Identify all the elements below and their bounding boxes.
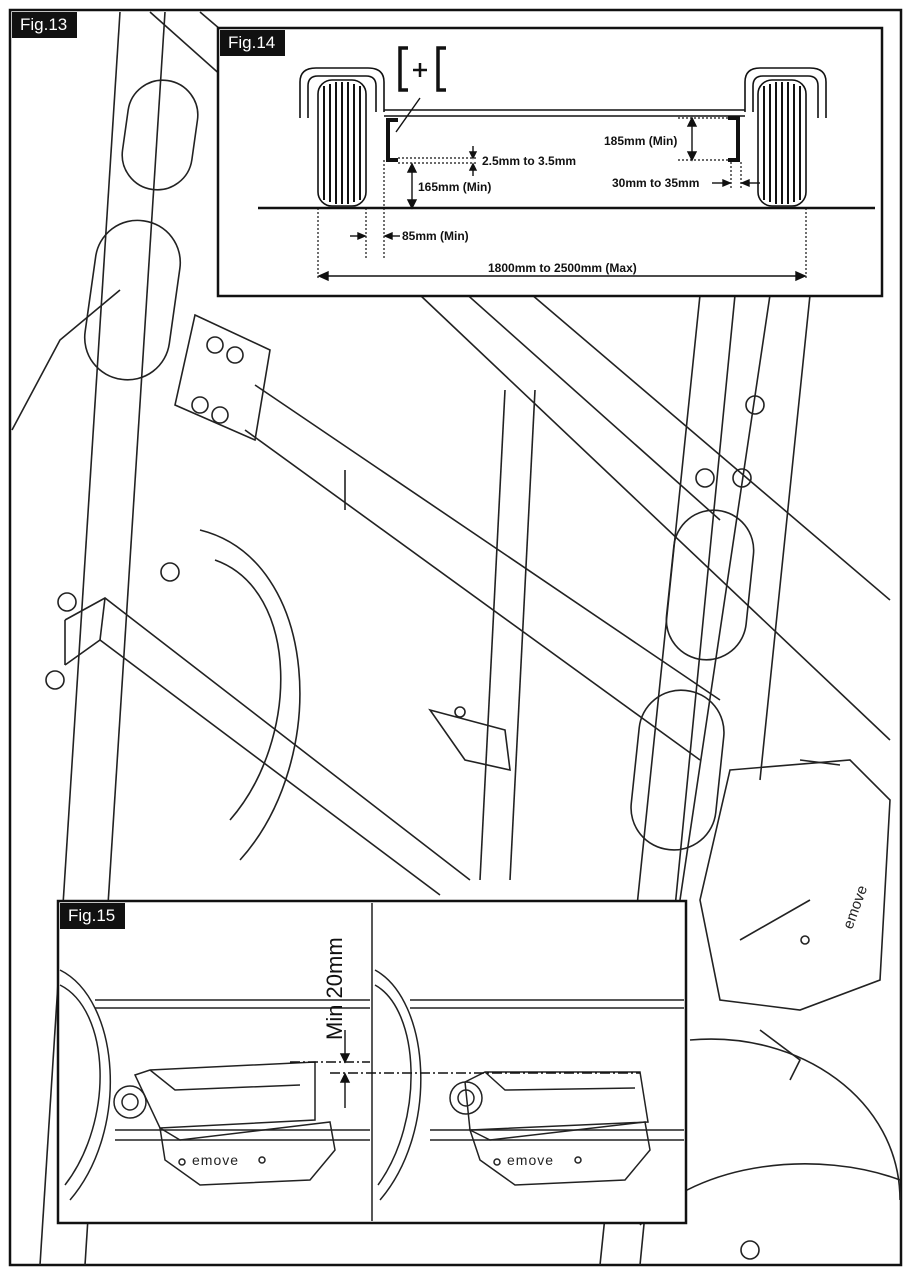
mount-symbol-icon (398, 46, 446, 92)
fig14-dimension-arrows (317, 116, 807, 282)
fig13-label: Fig.13 (12, 12, 78, 38)
fig15-brand-left: emove (192, 1152, 240, 1168)
dim-track-width: 1800mm to 2500mm (Max) (488, 261, 637, 275)
dim-mount-height: 185mm (Min) (604, 134, 678, 148)
fig15-gap-markers (290, 1030, 640, 1108)
symbol-leader-line (395, 97, 421, 133)
dim-ground-clearance: 165mm (Min) (418, 180, 492, 194)
dim-wheel-offset: 85mm (Min) (402, 229, 469, 243)
fig14-label: Fig.14 (220, 30, 286, 56)
fig15-left-drawing (59, 969, 370, 1201)
device-brand-mark: emove (840, 883, 871, 931)
fig15-right-drawing (374, 969, 684, 1201)
dim-side-offset: 30mm to 35mm (612, 176, 700, 190)
fig14-right-wheel (757, 79, 807, 207)
fig15-brand-right: emove (507, 1152, 555, 1168)
fig14-left-wheel (317, 79, 367, 207)
dim-clearance-gap: 2.5mm to 3.5mm (482, 154, 577, 168)
dim-min-gap: Min 20mm (322, 937, 347, 1040)
chassis-line-art (11, 11, 901, 1266)
fig14-drawing (258, 67, 875, 210)
fig14-dimension-lines (317, 117, 807, 280)
fig15-label: Fig.15 (60, 903, 126, 929)
